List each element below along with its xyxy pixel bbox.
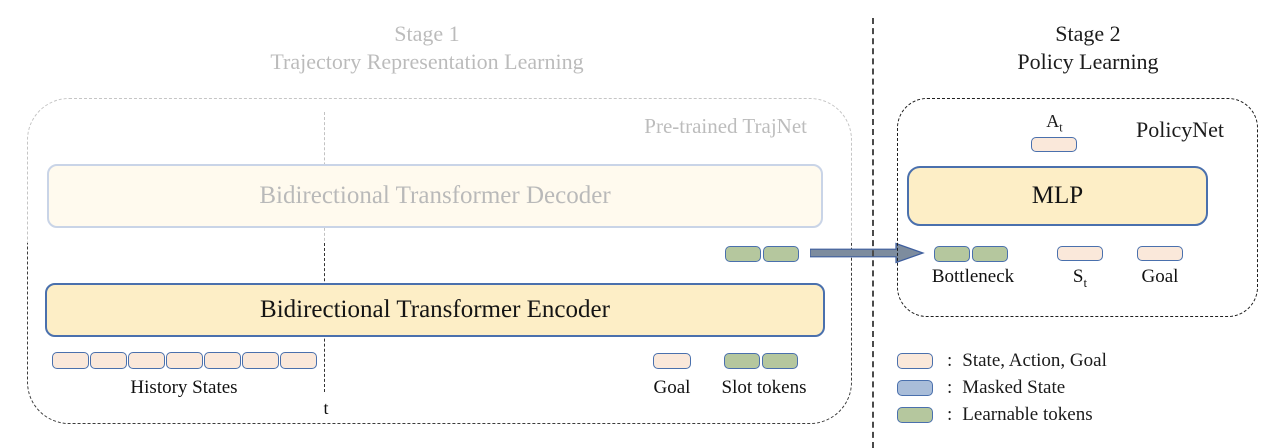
legend-label-learnable-tokens: Learnable tokens — [962, 404, 1093, 425]
goal-token — [653, 353, 691, 369]
encoder-box: Bidirectional Transformer Encoder — [45, 283, 825, 337]
mlp-box: MLP — [907, 166, 1208, 226]
slot-token — [763, 246, 799, 262]
history-state-token — [90, 352, 127, 369]
goal-input-token — [1137, 246, 1183, 261]
bottleneck-label: Bottleneck — [931, 266, 1015, 287]
stage1-title-line2: Trajectory Representation Learning — [270, 49, 584, 74]
stage2-title-line1: Stage 2 — [1055, 21, 1121, 46]
learnable-tokens-swatch — [897, 407, 933, 423]
stage2-title: Stage 2 Policy Learning — [958, 20, 1218, 76]
policynet-boundary — [897, 98, 1258, 317]
legend-item-state-action-goal: : State, Action, Goal — [897, 350, 1107, 372]
goal-label: Goal — [653, 377, 691, 398]
history-state-token — [280, 352, 317, 369]
slot-token — [724, 353, 760, 369]
slot-token — [725, 246, 761, 262]
slot-tokens-label: Slot tokens — [721, 377, 807, 398]
action-sub: t — [1059, 120, 1063, 135]
slot-token — [762, 353, 798, 369]
state-label: St — [1057, 266, 1103, 291]
transfer-arrow-icon — [810, 242, 925, 264]
slot-input-tokens — [724, 353, 798, 369]
legend-item-masked-state: : Masked State — [897, 377, 1065, 399]
stage1-title: Stage 1 Trajectory Representation Learni… — [227, 20, 627, 76]
history-states-label: History States — [130, 377, 238, 398]
encoder-label: Bidirectional Transformer Encoder — [260, 296, 610, 323]
state-base: S — [1072, 266, 1084, 287]
bottleneck-tokens — [934, 246, 1008, 262]
time-label: t — [323, 398, 329, 418]
history-state-token — [242, 352, 279, 369]
history-state-token — [128, 352, 165, 369]
time-divider-line — [324, 112, 325, 392]
stage2-title-line2: Policy Learning — [1017, 49, 1159, 74]
legend-label-state-action-goal: State, Action, Goal — [962, 350, 1107, 371]
policynet-label: PolicyNet — [1136, 117, 1224, 142]
history-state-token — [52, 352, 89, 369]
goal-input-label: Goal — [1141, 266, 1179, 287]
state-action-goal-swatch — [897, 353, 933, 369]
state-token — [1057, 246, 1103, 261]
decoder-label: Bidirectional Transformer Decoder — [259, 182, 611, 209]
legend-colon: : — [947, 350, 953, 371]
legend-item-learnable-tokens: : Learnable tokens — [897, 404, 1093, 426]
masked-state-swatch — [897, 380, 933, 396]
encoder-output-slot-tokens — [725, 246, 799, 262]
decoder-box: Bidirectional Transformer Decoder — [47, 164, 823, 228]
stage-divider — [872, 18, 874, 448]
bottleneck-token — [972, 246, 1008, 262]
state-sub: t — [1083, 274, 1088, 290]
legend-colon: : — [947, 377, 953, 398]
action-token — [1031, 137, 1077, 152]
pretrained-trajnet-label: Pre-trained TrajNet — [644, 114, 807, 138]
stage1-title-line1: Stage 1 — [394, 21, 460, 46]
mlp-label: MLP — [1031, 182, 1084, 209]
history-state-token — [204, 352, 241, 369]
legend-colon: : — [947, 404, 953, 425]
action-base: A — [1046, 111, 1060, 131]
bottleneck-token — [934, 246, 970, 262]
history-state-tokens — [52, 352, 317, 369]
history-state-token — [166, 352, 203, 369]
action-output-label: At — [1031, 111, 1078, 136]
legend-label-masked-state: Masked State — [962, 377, 1066, 398]
